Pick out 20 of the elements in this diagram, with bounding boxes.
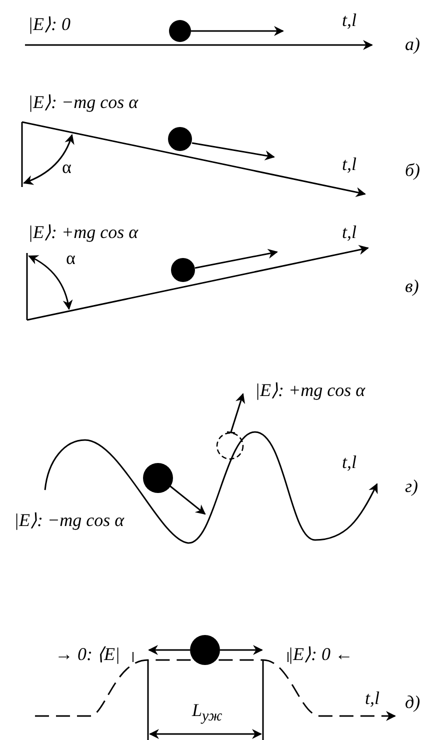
state-label: |E⟩: −mg cos α bbox=[28, 92, 138, 112]
angle-label: α bbox=[62, 157, 72, 177]
length-label: L$_{уж}$ bbox=[192, 700, 222, 727]
axis-label: t,l bbox=[342, 154, 357, 174]
panel-letter: в) bbox=[405, 276, 419, 296]
panel-letter: б) bbox=[405, 160, 420, 180]
state-label: → 0: ⟨E| bbox=[55, 644, 120, 664]
state-label: |E⟩: 0 bbox=[28, 14, 70, 34]
axis-label: t,l bbox=[342, 10, 357, 30]
axis-label: t,l bbox=[342, 452, 357, 472]
panel-letter: д) bbox=[405, 692, 420, 712]
state-label: |E⟩: +mg cos α bbox=[28, 222, 138, 242]
axis-label: t,l bbox=[342, 222, 357, 242]
panel-letter: г) bbox=[405, 476, 418, 496]
panel-letter: а) bbox=[405, 34, 420, 54]
state-label: |E⟩: 0 ← bbox=[288, 644, 353, 664]
angle-label: α bbox=[66, 248, 76, 268]
state-label: |E⟩: +mg cos α bbox=[255, 380, 366, 400]
axis-label: t,l bbox=[365, 688, 380, 708]
state-label: |E⟩: −mg cos α bbox=[14, 510, 124, 530]
